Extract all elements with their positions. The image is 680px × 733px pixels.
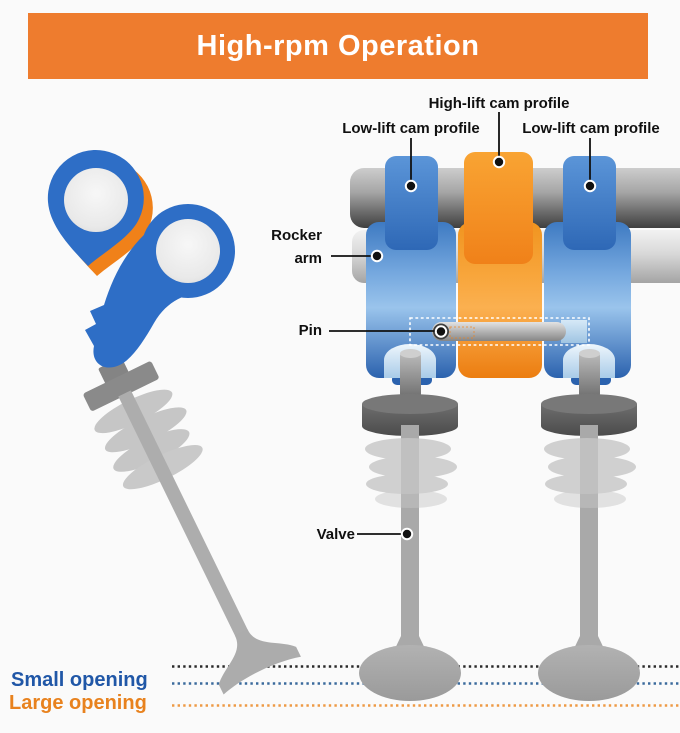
tappet-cap-right bbox=[579, 349, 600, 358]
label-high-lift-cam-profile: High-lift cam profile bbox=[428, 95, 570, 112]
legend-small-opening: Small opening bbox=[11, 669, 148, 691]
rocker-arm-left bbox=[366, 222, 456, 378]
tappet-cap-left bbox=[400, 349, 421, 358]
label-rocker-arm: Rocker arm bbox=[271, 227, 322, 267]
spring-retainer-right-top bbox=[541, 394, 637, 414]
follower-bearing bbox=[64, 168, 128, 232]
label-pin: Pin bbox=[298, 322, 322, 339]
side-view-mechanism bbox=[47, 150, 301, 695]
label-low-lift-cam-profile-left: Low-lift cam profile bbox=[342, 120, 480, 137]
side-view-valve bbox=[83, 357, 301, 695]
tappet-right bbox=[579, 352, 600, 398]
tappet-left bbox=[400, 352, 421, 398]
pin bbox=[432, 322, 566, 341]
pin-pocket bbox=[561, 320, 587, 343]
pin-travel-mark bbox=[449, 326, 475, 339]
valve-head-left bbox=[359, 645, 461, 701]
front-view-assembly bbox=[350, 152, 680, 701]
callout-leader-dots bbox=[370, 155, 597, 541]
low-lift-cam-left bbox=[385, 156, 438, 250]
valve-spring-right bbox=[544, 438, 636, 508]
label-valve: Valve bbox=[316, 526, 355, 543]
rocker-bearing bbox=[156, 219, 220, 283]
low-lift-cam-right bbox=[563, 156, 616, 250]
callout-leader-lines bbox=[329, 112, 591, 535]
valve-spring-left bbox=[365, 438, 457, 508]
label-low-lift-cam-profile-right: Low-lift cam profile bbox=[522, 120, 660, 137]
title-banner: High-rpm Operation bbox=[28, 13, 648, 79]
high-lift-cam bbox=[464, 152, 533, 264]
page-title: High-rpm Operation bbox=[196, 30, 480, 62]
spring-retainer-left-top bbox=[362, 394, 458, 414]
legend-large-opening: Large opening bbox=[9, 692, 147, 714]
valve-head-right bbox=[538, 645, 640, 701]
